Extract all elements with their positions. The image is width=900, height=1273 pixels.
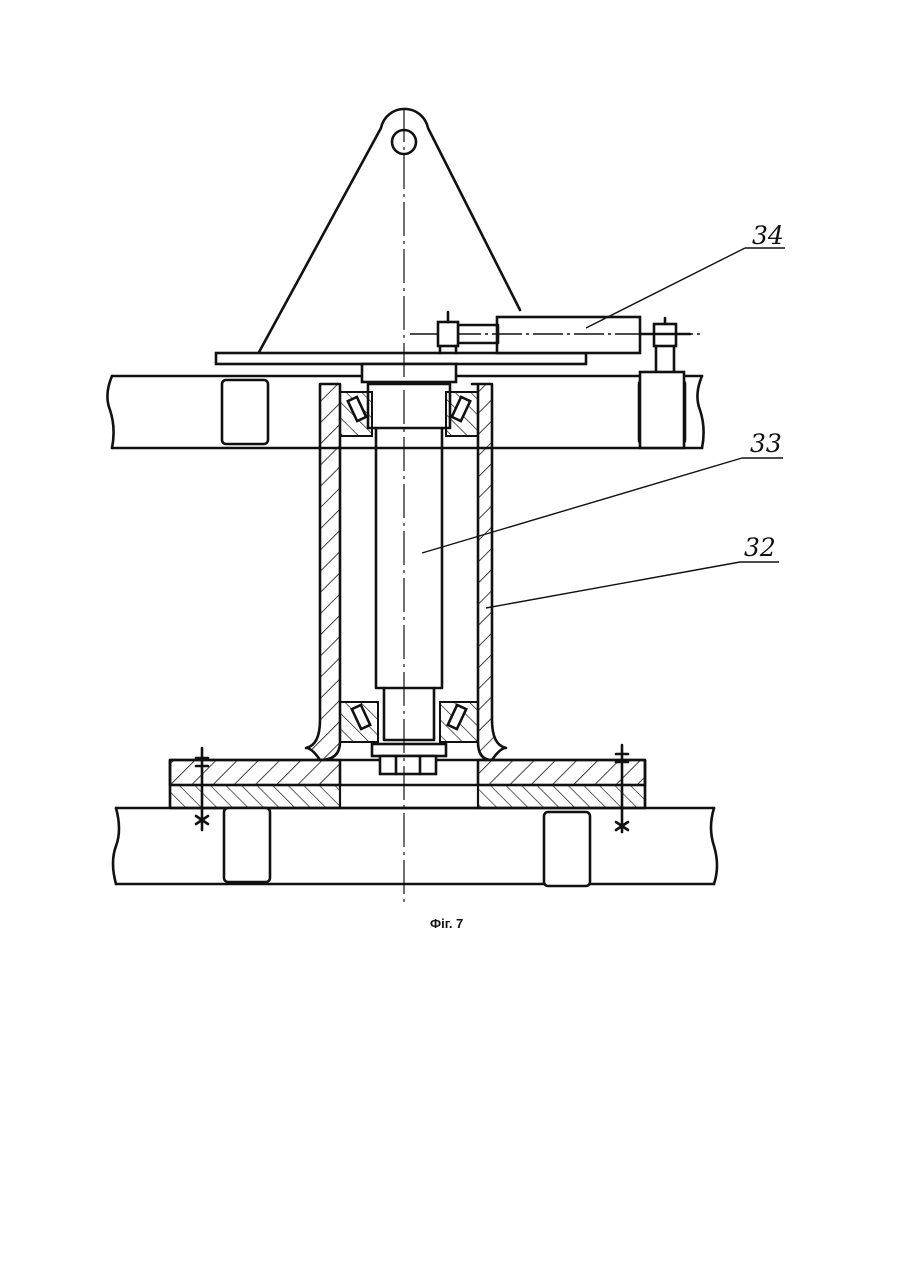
turntable-plate [216,353,586,382]
label-32: 32 [744,533,776,562]
top-beam [107,376,703,448]
label-34: 34 [752,221,784,250]
figure-caption: Фіг. 7 [430,916,463,931]
lower-bearing [340,702,478,774]
leader-32: 32 [486,533,779,608]
shaft [376,428,442,740]
upper-bearing [340,384,478,436]
leader-34: 34 [586,221,785,328]
lifting-bracket [258,109,520,354]
label-33: 33 [750,429,782,458]
